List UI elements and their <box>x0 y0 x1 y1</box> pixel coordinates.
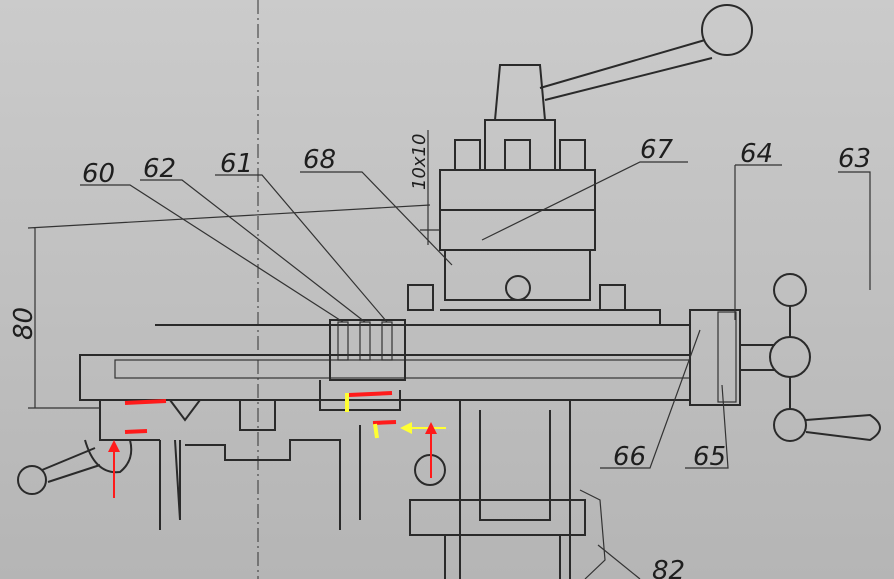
label-65: 65 <box>693 442 726 472</box>
red-surface-mark <box>124 399 167 405</box>
label-61: 61 <box>220 149 253 179</box>
label-68: 68 <box>303 145 336 175</box>
yellow-surface-mark <box>373 423 379 439</box>
dimension-10x10: 10x10 <box>409 130 440 245</box>
label-63: 63 <box>838 144 871 174</box>
dimension-10x10-label: 10x10 <box>409 134 430 190</box>
red-surface-mark <box>372 420 397 425</box>
tool-post <box>407 4 753 325</box>
label-60: 60 <box>82 159 115 189</box>
label-67: 67 <box>640 135 674 165</box>
leader-lines <box>80 161 871 579</box>
left-lever <box>17 439 133 495</box>
dimension-80-label: 80 <box>9 307 39 340</box>
label-62: 62 <box>143 154 176 184</box>
label-64: 64 <box>740 139 773 169</box>
label-66: 66 <box>613 442 646 472</box>
red-surface-mark <box>124 429 148 434</box>
label-82: 82 <box>652 556 685 579</box>
dimension-80: 80 <box>9 204 431 409</box>
highlight-marks <box>108 391 446 498</box>
red-surface-mark <box>348 391 393 397</box>
